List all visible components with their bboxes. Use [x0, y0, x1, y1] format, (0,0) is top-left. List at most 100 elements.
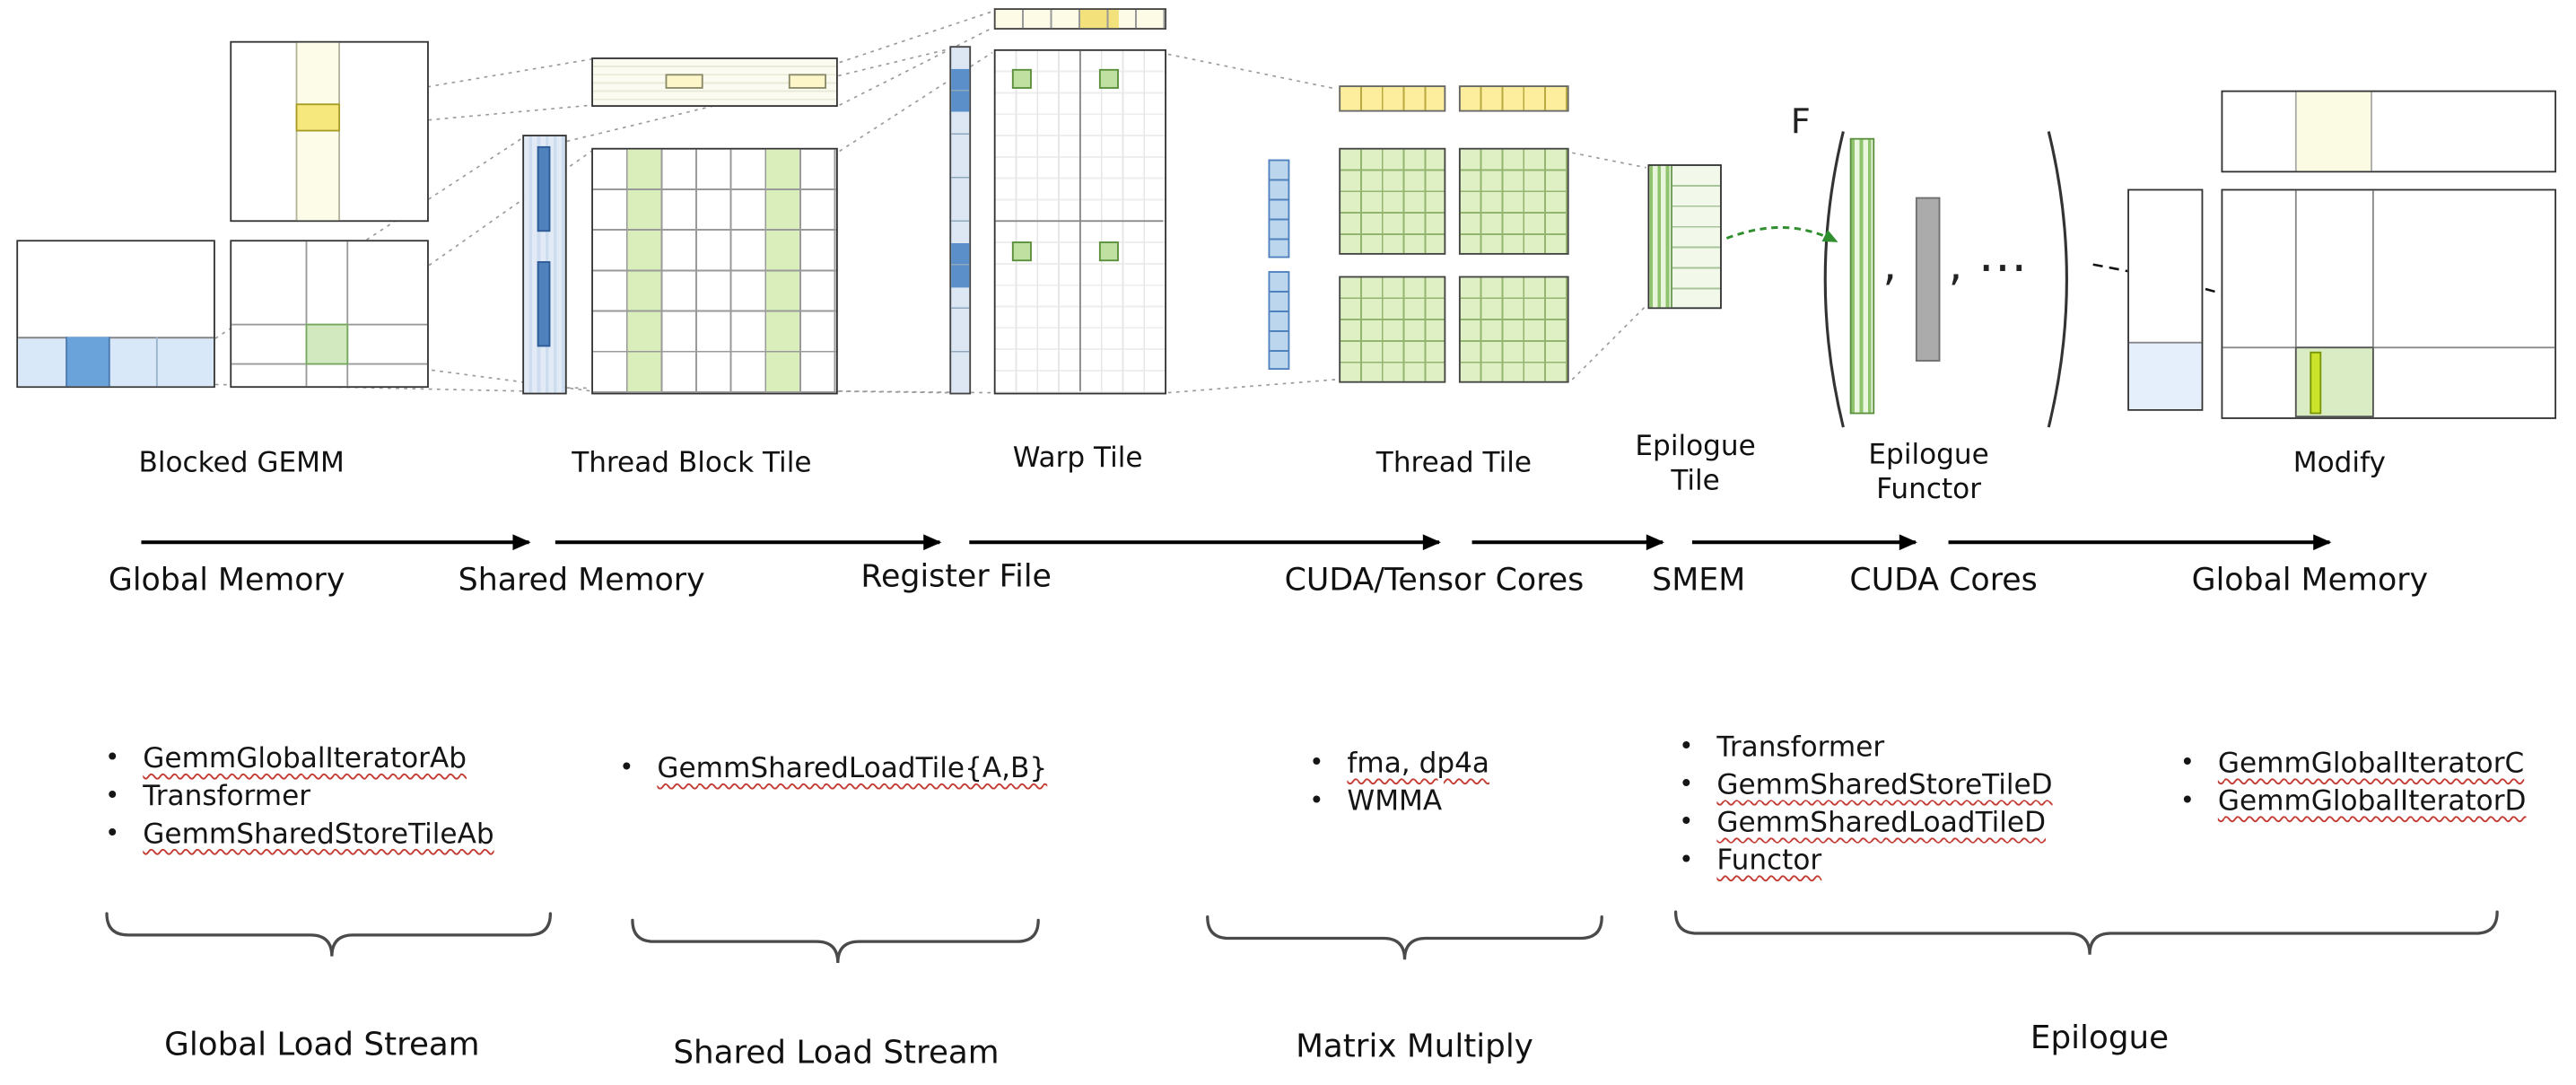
list-item: Functor [1672, 847, 2053, 876]
grid-lines-overlay [592, 149, 836, 393]
b-fragment-cell [788, 74, 826, 89]
thread-accumulator-grid [1458, 276, 1569, 383]
label-line: Epilogue [1868, 438, 1989, 472]
thread-accumulator-grid [1458, 147, 1569, 255]
warp-b-fragment-strip [993, 8, 1167, 30]
warp-a-fragment-strip [949, 46, 972, 395]
component-name: Transformer [143, 780, 311, 814]
brace-global-load-stream [105, 912, 553, 957]
connector-line [1167, 53, 1336, 90]
component-name: WMMA [1347, 785, 1443, 818]
memory-stage-global-memory-2: Global Memory [2191, 562, 2429, 599]
memory-stage-global-memory: Global Memory [108, 562, 345, 599]
a-matrix-blue-tile [65, 337, 110, 387]
a-fragment-blue-bar [537, 261, 551, 347]
label-blocked-gemm: Blocked GEMM [138, 447, 345, 480]
warp-green-tile [1098, 68, 1119, 89]
close-paren [2047, 131, 2068, 428]
b-matrix-yellow-tile [295, 103, 341, 132]
thread-accumulator-grid [1339, 147, 1446, 255]
quadrant-divider [995, 220, 1164, 223]
c-matrix-green-tile [305, 323, 349, 365]
modify-top-matrix [2221, 90, 2557, 173]
list-item: GemmSharedLoadTile{A,B} [613, 752, 1048, 786]
shared-load-stream-components: GemmSharedLoadTile{A,B} [613, 752, 1048, 793]
modify-blue-band [2128, 341, 2202, 409]
modify-green-tile [2294, 346, 2374, 418]
component-name: GemmGlobalIteratorAb [143, 742, 467, 776]
epilogue-components: Transformer GemmSharedStoreTileD GemmSha… [1672, 734, 2053, 885]
a-matrix-row-band [18, 337, 214, 387]
functor-ellipsis: … [1978, 226, 2031, 284]
list-item: GemmSharedStoreTileAb [99, 821, 494, 850]
threadblock-a-fragment-strip [522, 135, 567, 395]
blocked-gemm-a-matrix [16, 240, 215, 389]
functor-f-symbol: F [1790, 101, 1811, 142]
warp-tile-grid [993, 48, 1167, 395]
blocked-gemm-c-matrix [230, 240, 429, 389]
grid-lines-overlay [995, 9, 1166, 29]
memory-stage-register-file: Register File [860, 558, 1052, 595]
epilogue-iterator-components: GemmGlobalIteratorC GemmGlobalIteratorD [2173, 748, 2527, 827]
thread-b-fragment-strip [1458, 85, 1569, 112]
warp-green-tile [1098, 241, 1119, 262]
memory-stage-smem: SMEM [1652, 562, 1746, 599]
label-epilogue-functor: Epilogue Functor [1813, 439, 2043, 509]
label-thread-block-tile: Thread Block Tile [572, 447, 812, 480]
thread-accumulator-grid [1339, 276, 1446, 383]
list-item: Transformer [99, 783, 494, 811]
component-name: GemmSharedStoreTileAb [143, 818, 494, 852]
blocked-gemm-b-matrix [230, 40, 429, 223]
matrix-multiply-components: fma, dp4a WMMA [1303, 748, 1489, 827]
thread-a-fragment-strip [1268, 159, 1290, 258]
component-name: GemmSharedLoadTile{A,B} [657, 752, 1048, 786]
stream-label-epilogue: Epilogue [2030, 1019, 2170, 1057]
connector-line [1572, 152, 1646, 169]
grid-lines-overlay [951, 48, 970, 393]
list-item: WMMA [1303, 788, 1489, 817]
modify-left-matrix [2127, 188, 2204, 411]
memory-stage-shared-memory: Shared Memory [458, 562, 705, 599]
component-name: fma, dp4a [1347, 748, 1489, 781]
stream-label-matrix-multiply: Matrix Multiply [1296, 1027, 1533, 1065]
stream-label-global-load: Global Load Stream [164, 1025, 480, 1063]
connector-line [1167, 379, 1336, 394]
label-modify: Modify [2292, 447, 2386, 480]
warp-green-tile [1011, 241, 1032, 262]
component-name: GemmSharedLoadTileD [1716, 807, 2047, 840]
functor-comma: , [1948, 240, 1963, 292]
list-item: GemmSharedLoadTileD [1672, 807, 2053, 840]
grid-line [2371, 190, 2374, 418]
connector-line [1571, 304, 1647, 381]
grid-line [155, 337, 158, 387]
grid-line [2294, 190, 2297, 418]
component-name: GemmSharedStoreTileD [1716, 768, 2053, 802]
functor-gray-operand [1915, 197, 1941, 362]
threadblock-b-fragment-strip [591, 57, 838, 108]
b-fragment-cell [665, 74, 703, 89]
component-name: GemmGlobalIteratorC [2217, 748, 2525, 781]
thread-a-fragment-strip [1268, 271, 1290, 370]
component-name: Functor [1716, 844, 1822, 878]
global-load-stream-components: GemmGlobalIteratorAb Transformer GemmSha… [99, 742, 494, 859]
memory-stage-cuda-tensor-cores: CUDA/Tensor Cores [1284, 562, 1585, 599]
epilogue-tile-to-functor-arrow [1725, 226, 1838, 243]
modify-cream-band [2294, 92, 2372, 171]
modify-c-matrix [2221, 188, 2557, 419]
threadblock-accumulator-grid [591, 147, 838, 395]
modify-highlight-bar [2310, 351, 2322, 415]
stream-group-braces [105, 910, 2499, 964]
component-name: GemmGlobalIteratorD [2217, 785, 2527, 818]
list-item: fma, dp4a [1303, 748, 1489, 781]
label-line: Epilogue [1635, 430, 1756, 464]
open-paren [1823, 131, 1845, 428]
functor-comma: , [1882, 240, 1898, 292]
grid-line [346, 241, 349, 387]
grid-line [2222, 346, 2555, 349]
label-thread-tile: Thread Tile [1375, 447, 1533, 480]
label-warp-tile: Warp Tile [1012, 442, 1143, 476]
label-epilogue-tile: Epilogue Tile [1621, 431, 1769, 501]
brace-matrix-multiply [1206, 915, 1603, 960]
